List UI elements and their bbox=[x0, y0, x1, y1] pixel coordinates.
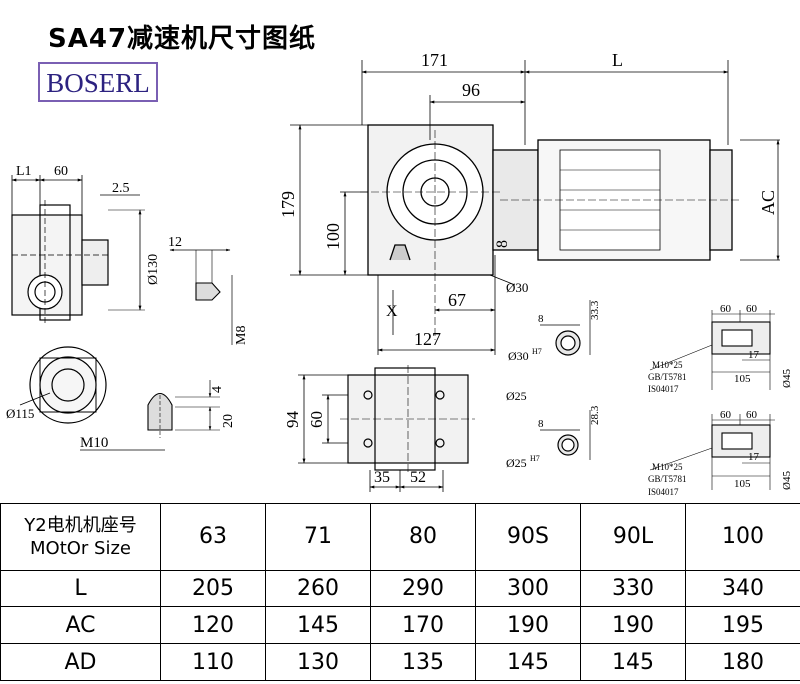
detail2-105: 105 bbox=[734, 478, 751, 490]
dim-171: 171 bbox=[421, 50, 448, 70]
dim-179: 179 bbox=[278, 191, 298, 218]
detail1-60a: 60 bbox=[720, 303, 732, 315]
size-cell: 63 bbox=[160, 503, 266, 571]
dim-2-5: 2.5 bbox=[112, 181, 130, 196]
sec30-8: 8 bbox=[538, 313, 544, 325]
sec25-8: 8 bbox=[538, 418, 544, 430]
row-label: AD bbox=[0, 643, 161, 681]
detail-top bbox=[649, 310, 775, 390]
dim-94: 94 bbox=[283, 411, 302, 429]
dim-L: L bbox=[612, 50, 623, 70]
table-cell: 170 bbox=[370, 606, 476, 645]
detail1-60b: 60 bbox=[746, 303, 758, 315]
spec-table: Y2电机机座号 MOtOr Size 63 71 80 90S 90L 100 … bbox=[0, 503, 800, 681]
dim-4: 4 bbox=[210, 386, 225, 393]
detail2-thread: M10*25 bbox=[652, 462, 683, 472]
side-view bbox=[11, 175, 145, 325]
table-cell: 145 bbox=[580, 643, 686, 681]
table-cell: 195 bbox=[685, 606, 800, 645]
dim-96: 96 bbox=[462, 80, 480, 100]
table-cell: 120 bbox=[160, 606, 266, 645]
table-cell: 330 bbox=[580, 569, 686, 608]
sec25-tol: H7 bbox=[530, 454, 540, 463]
table-cell: 300 bbox=[475, 569, 581, 608]
dim-dia130: Ø130 bbox=[146, 254, 161, 285]
table-cell: 260 bbox=[265, 569, 371, 608]
table-cell: 110 bbox=[160, 643, 266, 681]
table-cell: 180 bbox=[685, 643, 800, 681]
dim-bottom-60: 60 bbox=[307, 411, 326, 428]
sec25-28-3: 28.3 bbox=[589, 405, 601, 425]
detail1-thread: M10*25 bbox=[652, 360, 683, 370]
size-cell: 100 bbox=[685, 503, 800, 571]
brand-name: BOSERL bbox=[46, 68, 150, 98]
dim-l1: L1 bbox=[16, 164, 32, 179]
detail2-dia45: Ø45 bbox=[781, 471, 793, 490]
dim-dia30-main: Ø30 bbox=[506, 280, 528, 295]
dim-main-8: 8 bbox=[494, 240, 511, 248]
size-cell: 90S bbox=[475, 503, 581, 571]
table-cell: 145 bbox=[265, 606, 371, 645]
shaft-end-m10 bbox=[80, 380, 220, 451]
flange-view bbox=[19, 346, 107, 424]
size-cell: 90L bbox=[580, 503, 686, 571]
dim-12: 12 bbox=[168, 235, 182, 250]
dim-AC: AC bbox=[758, 190, 778, 215]
header-line-2: MOtOr Size bbox=[30, 537, 131, 559]
dim-67: 67 bbox=[448, 290, 466, 310]
dim-52: 52 bbox=[410, 469, 426, 486]
dim-100: 100 bbox=[323, 223, 343, 250]
table-cell: 145 bbox=[475, 643, 581, 681]
detail1-dia45: Ø45 bbox=[781, 369, 793, 388]
detail1-105: 105 bbox=[734, 373, 751, 385]
row-label: AC bbox=[0, 606, 161, 645]
sec25-label: Ø25 bbox=[506, 389, 527, 403]
dim-m8: M8 bbox=[234, 326, 249, 345]
main-view bbox=[360, 124, 740, 340]
sec30-tol: H7 bbox=[532, 347, 542, 356]
sec30-33-3: 33.3 bbox=[589, 300, 601, 320]
detail2-60a: 60 bbox=[720, 409, 732, 421]
dim-m10: M10 bbox=[80, 435, 108, 451]
page-title: SA47减速机尺寸图纸 bbox=[48, 24, 317, 54]
detail2-17: 17 bbox=[748, 451, 760, 463]
row-label: L bbox=[0, 569, 161, 608]
shaft-section-30 bbox=[540, 300, 591, 356]
sec30-dia: Ø30 bbox=[508, 349, 529, 363]
dim-35: 35 bbox=[374, 469, 390, 486]
table-cell: 290 bbox=[370, 569, 476, 608]
technical-drawing: L1 60 2.5 Ø130 12 M8 Ø115 4 20 M10 bbox=[6, 50, 793, 497]
bottom-view bbox=[340, 365, 475, 475]
sec25-dia: Ø25 bbox=[506, 456, 527, 470]
dim-127: 127 bbox=[414, 329, 441, 349]
table-cell: 130 bbox=[265, 643, 371, 681]
table-cell: 205 bbox=[160, 569, 266, 608]
table-cell: 340 bbox=[685, 569, 800, 608]
table-header-row: Y2电机机座号 MOtOr Size 63 71 80 90S 90L 100 bbox=[0, 503, 800, 571]
dim-dia115: Ø115 bbox=[6, 406, 34, 421]
detail-bottom bbox=[649, 414, 775, 490]
motor-size-header: Y2电机机座号 MOtOr Size bbox=[0, 503, 161, 571]
detail2-60b: 60 bbox=[746, 409, 758, 421]
brand-logo: BOSERL bbox=[38, 62, 158, 102]
dim-side-60: 60 bbox=[54, 164, 68, 179]
dim-X: X bbox=[386, 303, 398, 320]
shaft-end-m8 bbox=[169, 248, 233, 345]
detail2-std1: GB/T5781 bbox=[648, 474, 687, 484]
detail1-17: 17 bbox=[748, 349, 760, 361]
detail2-std2: IS04017 bbox=[648, 487, 679, 497]
detail1-std1: GB/T5781 bbox=[648, 372, 687, 382]
size-cell: 71 bbox=[265, 503, 371, 571]
dim-20: 20 bbox=[221, 414, 236, 428]
table-row: L 205 260 290 300 330 340 bbox=[0, 569, 800, 608]
shaft-section-25 bbox=[540, 410, 591, 460]
table-cell: 190 bbox=[580, 606, 686, 645]
header-line-1: Y2电机机座号 bbox=[24, 514, 137, 536]
table-row: AD 110 130 135 145 145 180 bbox=[0, 643, 800, 681]
table-row: AC 120 145 170 190 190 195 bbox=[0, 606, 800, 645]
size-cell: 80 bbox=[370, 503, 476, 571]
detail1-std2: IS04017 bbox=[648, 384, 679, 394]
table-cell: 190 bbox=[475, 606, 581, 645]
table-cell: 135 bbox=[370, 643, 476, 681]
